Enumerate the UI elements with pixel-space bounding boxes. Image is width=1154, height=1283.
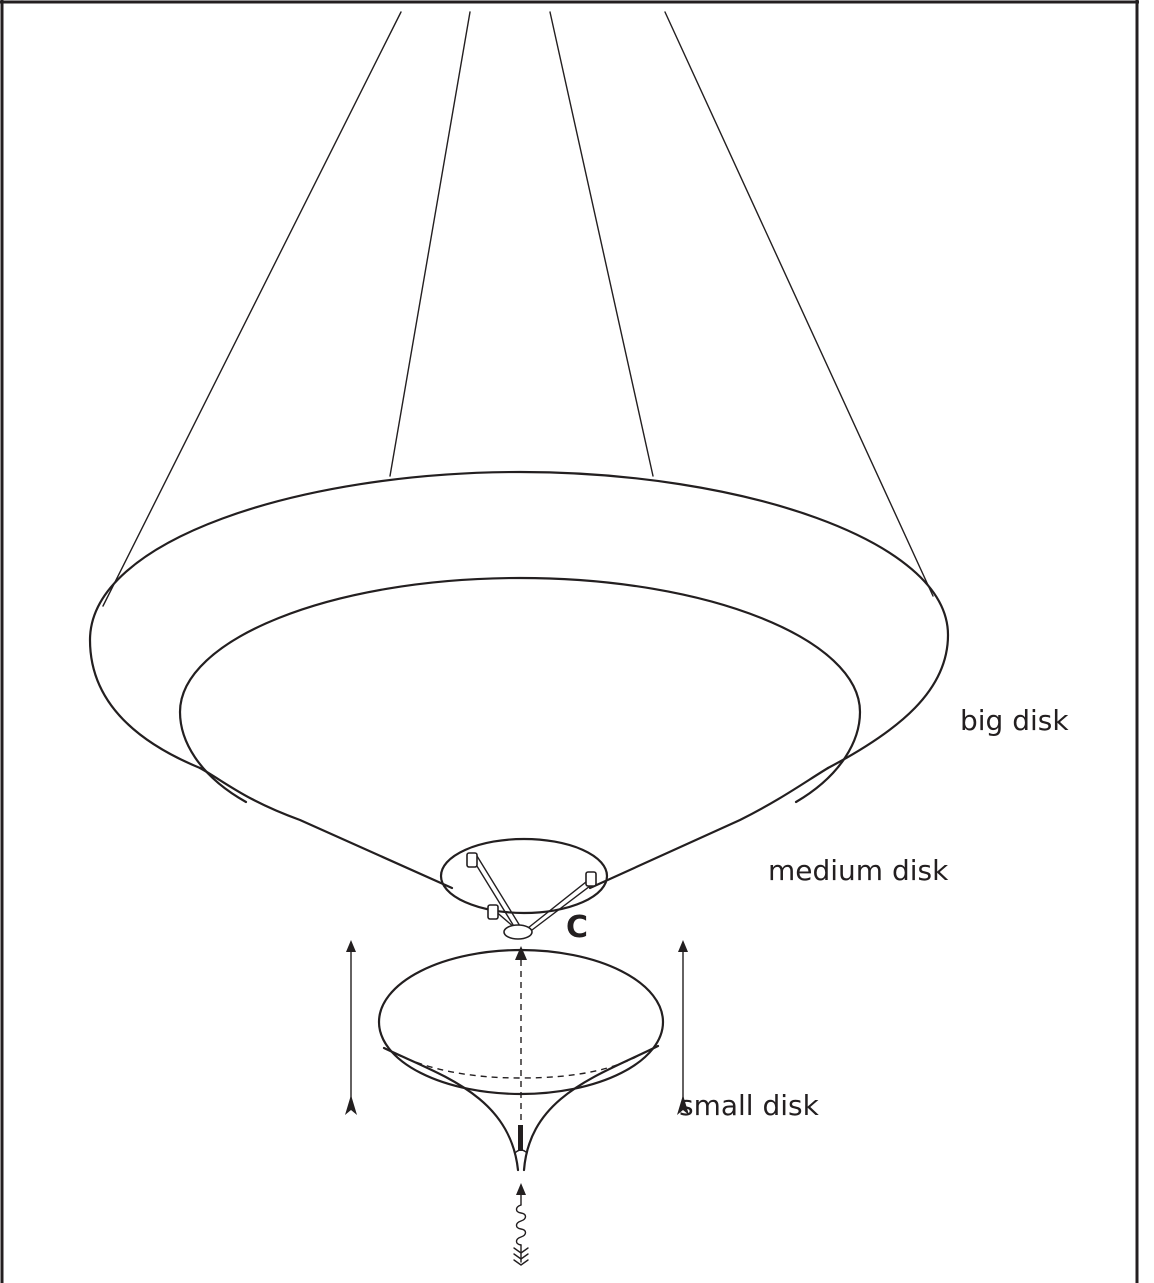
strut-left	[471, 857, 516, 929]
strut-right	[527, 877, 592, 929]
point-c-label: C	[566, 910, 588, 945]
medium-disk	[439, 837, 609, 940]
cord-inner-right	[549, 11, 654, 477]
medium-disk-label: medium disk	[768, 854, 949, 887]
medium-disk-ellipse	[439, 837, 609, 915]
small-disk	[377, 946, 665, 1172]
fitting-icon	[585, 871, 597, 887]
point-c-disc	[503, 924, 533, 940]
fitting-icon	[487, 904, 499, 920]
strut-right-b	[531, 882, 595, 931]
cord-outer-right	[664, 11, 934, 597]
cord-inner-left	[389, 11, 471, 477]
small-disk-cone-right	[522, 1044, 660, 1172]
cord-outer-left	[102, 11, 402, 607]
big-disk-cone-left	[198, 766, 454, 890]
tip-cap	[514, 1149, 528, 1154]
axis-arrowhead-icon	[515, 946, 527, 960]
tip-bar-icon	[518, 1125, 523, 1151]
small-disk-label: small disk	[679, 1089, 820, 1122]
upward-arrow-right-icon	[677, 940, 689, 1115]
small-disk-cone-left	[382, 1046, 520, 1172]
big-disk-inner-rim	[178, 576, 862, 804]
arrow-tail-icon	[513, 1247, 529, 1266]
big-disk-label: big disk	[960, 704, 1069, 737]
big-disk-outer-rim	[88, 470, 950, 770]
big-disk	[88, 470, 950, 890]
big-disk-cone-right	[588, 766, 830, 890]
suspension-cords	[102, 11, 934, 607]
strut-left-b	[476, 855, 521, 927]
fitting-icon	[466, 852, 478, 868]
upward-arrow-left-icon	[345, 940, 357, 1115]
